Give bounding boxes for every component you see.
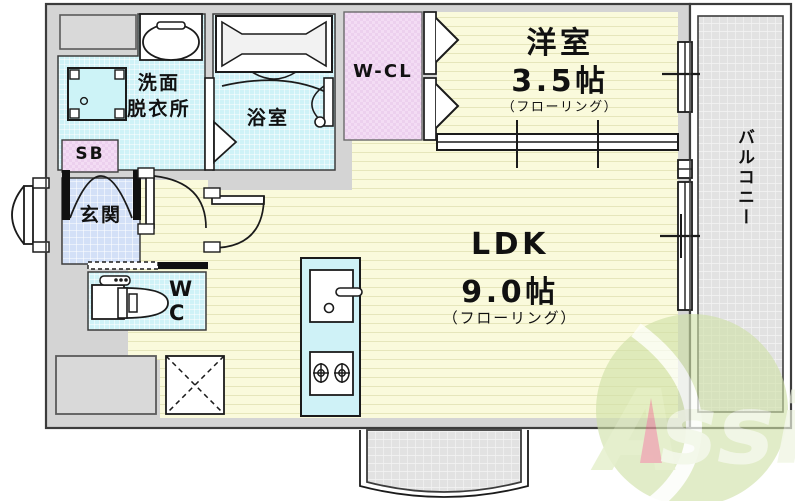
toilet-label-line2: C (169, 301, 187, 325)
ldk-size-label: 9.0帖 (461, 275, 559, 310)
vanity-sink (139, 13, 203, 61)
front-bay (359, 429, 529, 498)
bedroom-name-label: 洋室 (526, 26, 594, 61)
kitchen-unit (300, 257, 363, 417)
entrance-step (62, 170, 141, 220)
ldk-balcony-door (660, 181, 700, 311)
shoe-box-label: SB (75, 144, 105, 164)
toilet-door (87, 261, 208, 270)
bedroom-window (662, 41, 700, 113)
entrance-door (11, 177, 50, 253)
bath-label: 浴室 (246, 107, 290, 129)
walk-in-closet-label: W-CL (353, 61, 413, 82)
washroom-label-line1: 洗面 (137, 72, 181, 94)
ldk-name-label: LDK (470, 227, 550, 262)
entrance-label: 玄関 (79, 204, 123, 226)
room-partition (436, 120, 679, 168)
washroom-door (137, 167, 207, 235)
ldk-flooring-label: （フローリング） (442, 309, 578, 327)
ldk-door (203, 187, 265, 253)
washroom-label-line2: 脱衣所 (127, 98, 191, 120)
bedroom-flooring-label: （フローリング） (501, 100, 619, 115)
bathtub (215, 15, 333, 80)
toilet-label-line1: W (169, 277, 195, 301)
walk-in-closet (343, 11, 423, 141)
balcony-label: バルコニー (734, 128, 754, 229)
upper-cabinet (59, 14, 137, 50)
bedroom-floor (437, 12, 678, 140)
svg-text:ssist: ssist (660, 374, 795, 486)
svg-text:A: A (590, 367, 685, 497)
entrance-tile (61, 177, 141, 265)
shoe-box (61, 139, 119, 173)
bath-entry-door (204, 77, 238, 171)
assist-watermark: A ssist (590, 314, 795, 501)
bath-door (221, 77, 334, 128)
ldk-floor (160, 140, 678, 418)
washing-machine-pan (67, 67, 127, 121)
service-blocks (55, 355, 225, 415)
bedroom-size-label: 3.5帖 (511, 64, 609, 99)
closet-doors (423, 11, 460, 141)
toilet-fixture (91, 275, 169, 320)
interior-wall-lines (45, 3, 691, 429)
